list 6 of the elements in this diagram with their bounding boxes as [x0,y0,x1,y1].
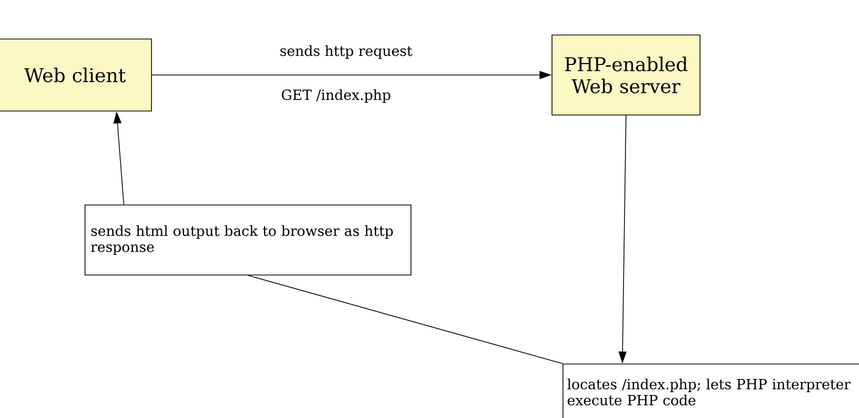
process-box: PHP-enabled Web server [552,34,700,116]
edge-label: sends http request [280,45,412,59]
note-box: locates /index.php; lets PHP interpreter execute PHP code [562,364,859,418]
process-box: Web client [0,38,152,112]
note-box: sends html output back to browser as http response [84,204,412,276]
request-text: GET /index.php [282,89,390,103]
